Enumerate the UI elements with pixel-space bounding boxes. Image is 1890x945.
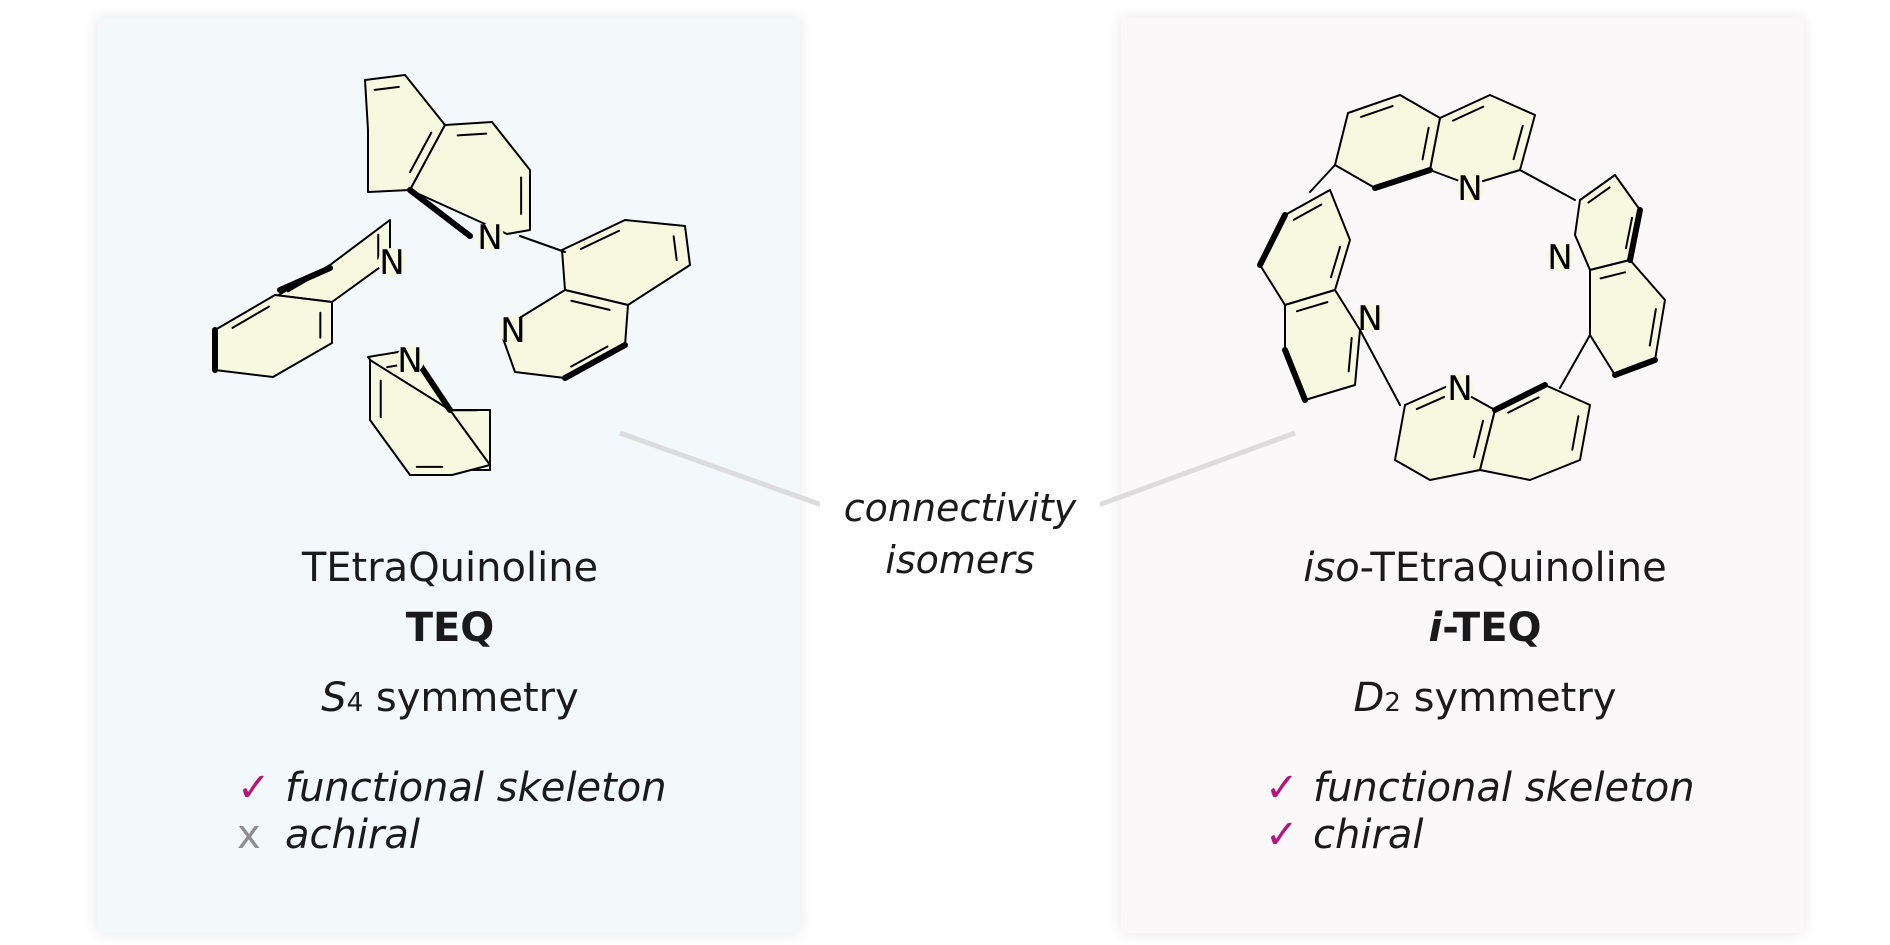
iteq-symmetry-word: symmetry bbox=[1400, 675, 1617, 721]
iteq-ring-3-double-0 bbox=[1599, 271, 1626, 280]
teq-name: TEtraQuinoline bbox=[301, 545, 599, 591]
iteq-n-left: N bbox=[1357, 299, 1382, 339]
iteq-n-top-bg bbox=[1456, 174, 1484, 202]
iteq-ring-7-double-0 bbox=[1507, 396, 1540, 414]
iteq-bold-bond-5 bbox=[1372, 167, 1433, 191]
iteq-ring-6-double-1 bbox=[1472, 419, 1485, 459]
teq-symmetry-letter: S bbox=[321, 675, 347, 721]
check-icon: ✓ bbox=[1265, 765, 1299, 811]
teq-ring-5 bbox=[214, 294, 333, 378]
iteq-n-top: N bbox=[1457, 169, 1482, 209]
teq-ring-0-double-1 bbox=[409, 131, 433, 174]
iteq-feature-1: ✓ functional skeleton bbox=[1265, 765, 1695, 811]
teq-symmetry-sub: 4 bbox=[346, 688, 364, 718]
iteq-abbr-rest: -TEQ bbox=[1442, 605, 1542, 651]
teq-ring-3-double-0 bbox=[570, 299, 611, 311]
teq-feature-2-text: achiral bbox=[285, 812, 421, 858]
iteq-bold-bond-1 bbox=[1257, 212, 1288, 268]
iteq-bold-bond-2 bbox=[1282, 347, 1308, 403]
iteq-symmetry-sub: 2 bbox=[1384, 688, 1401, 718]
teq-ring-2-double-0 bbox=[579, 229, 621, 250]
iteq-abbreviation: i-TEQ bbox=[1225, 605, 1745, 651]
iteq-n-left-bg bbox=[1356, 304, 1384, 332]
iteq-ring-4-double-0 bbox=[1292, 203, 1323, 221]
iteq-abbr-prefix: i bbox=[1428, 605, 1443, 651]
iteq-feature-2-text: chiral bbox=[1313, 812, 1424, 858]
teq-n-left-bg bbox=[378, 248, 406, 276]
teq-ring-5-double-0 bbox=[231, 305, 270, 329]
teq-ring-3-double-1 bbox=[570, 345, 609, 368]
iteq-structure: N N N N bbox=[1257, 94, 1666, 481]
teq-feature-1-text: functional skeleton bbox=[285, 765, 667, 811]
iteq-ring-7-double-1 bbox=[1571, 415, 1580, 451]
teq-abbreviation: TEQ bbox=[405, 605, 495, 651]
iteq-ring-2-double-0 bbox=[1587, 186, 1611, 204]
teq-bold-bond-1 bbox=[407, 187, 473, 239]
iteq-ring-3-double-1 bbox=[1648, 308, 1657, 347]
teq-n-top: N bbox=[477, 218, 502, 258]
iteq-symmetry: D2 symmetry bbox=[1225, 675, 1745, 721]
iteq-feature-2: ✓ chiral bbox=[1265, 812, 1424, 858]
teq-n-top-bg bbox=[476, 223, 504, 251]
iteq-symmetry-letter: D bbox=[1353, 675, 1385, 721]
teq-symmetry-word: symmetry bbox=[363, 675, 579, 721]
teq-n-right: N bbox=[500, 311, 525, 351]
teq-ring-2 bbox=[561, 219, 691, 306]
iteq-bold-bond-4 bbox=[1612, 357, 1658, 378]
teq-n-left: N bbox=[379, 243, 404, 283]
iteq-ring-0-double-0 bbox=[1359, 105, 1394, 118]
teq-symmetry: S4 symmetry bbox=[190, 675, 710, 721]
iteq-n-bottom-bg bbox=[1446, 374, 1474, 402]
iteq-ring-0-double-1 bbox=[1421, 126, 1430, 161]
teq-n-bottom-bg bbox=[396, 346, 424, 374]
iteq-name-prefix: iso bbox=[1303, 545, 1360, 591]
teq-structure: N N N N bbox=[212, 74, 691, 476]
connector-line2: isomers bbox=[885, 538, 1035, 582]
iteq-n-bottom: N bbox=[1447, 369, 1472, 409]
teq-feature-2: x achiral bbox=[237, 812, 420, 858]
iteq-ring-6-double-0 bbox=[1415, 395, 1446, 411]
connector-line1: connectivity bbox=[843, 486, 1077, 530]
iteq-link-3 bbox=[1359, 329, 1401, 406]
teq-bold-bond-2 bbox=[277, 265, 333, 293]
check-icon: ✓ bbox=[1265, 812, 1299, 858]
iteq-ring-4 bbox=[1259, 189, 1351, 306]
iteq-n-right-bg bbox=[1546, 243, 1574, 271]
teq-n-bottom: N bbox=[397, 341, 422, 381]
iteq-name: iso-TEtraQuinoline bbox=[1225, 545, 1745, 591]
teq-feature-1: ✓ functional skeleton bbox=[237, 765, 667, 811]
teq-ring-0-double-0 bbox=[373, 85, 400, 91]
connectivity-isomers-label: connectivity isomers bbox=[820, 482, 1100, 586]
iteq-n-right: N bbox=[1547, 238, 1572, 278]
iteq-feature-1-text: functional skeleton bbox=[1313, 765, 1695, 811]
check-icon: ✓ bbox=[237, 765, 271, 811]
iteq-link-1 bbox=[1519, 169, 1576, 201]
iteq-ring-1-double-0 bbox=[1451, 105, 1485, 122]
iteq-ring-1-double-1 bbox=[1512, 124, 1524, 161]
teq-bold-bond-5 bbox=[562, 342, 628, 381]
cross-icon: x bbox=[237, 812, 261, 858]
teq-n-right-bg bbox=[499, 316, 527, 344]
teq-link-1 bbox=[519, 235, 566, 253]
teq-ring-1-double-0 bbox=[456, 132, 488, 137]
iteq-bold-bond-6 bbox=[1492, 382, 1548, 413]
iteq-name-rest: -TEtraQuinoline bbox=[1359, 545, 1667, 591]
iteq-link-4 bbox=[1309, 164, 1336, 193]
iteq-ring-5-double-1 bbox=[1347, 336, 1353, 373]
iteq-link-2 bbox=[1559, 334, 1591, 389]
iteq-ring-4-double-1 bbox=[1329, 245, 1342, 279]
iteq-bold-bond-3 bbox=[1627, 207, 1643, 263]
iteq-ring-5-double-0 bbox=[1295, 301, 1329, 313]
iteq-ring-2-double-1 bbox=[1624, 216, 1634, 250]
teq-ring-2-double-1 bbox=[672, 235, 678, 262]
